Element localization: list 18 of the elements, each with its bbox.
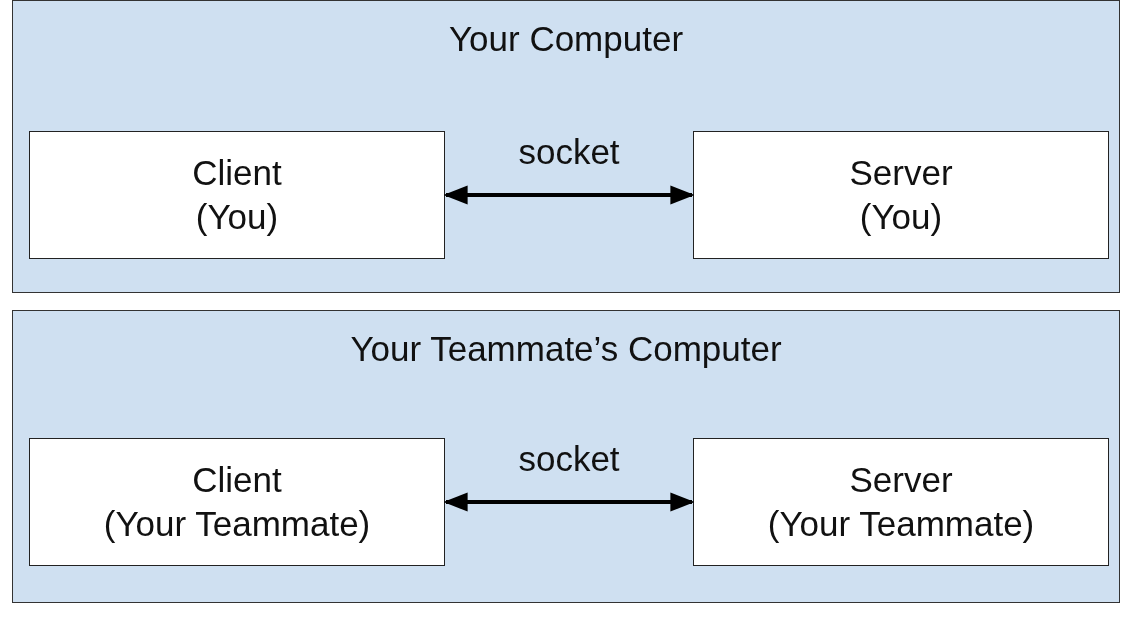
arrow — [443, 185, 695, 205]
box-subtitle: (Your Teammate) — [103, 503, 371, 545]
box-subtitle: (Your Teammate) — [767, 503, 1035, 545]
process-box — [29, 438, 445, 566]
box-title: Server — [849, 152, 953, 195]
box-title: Client — [192, 459, 282, 502]
box-title: Server — [849, 459, 953, 502]
panel-title: Your Computer — [448, 19, 684, 58]
arrow — [443, 492, 695, 512]
computer-panel — [12, 0, 1120, 293]
process-box — [693, 438, 1109, 566]
box-title: Client — [192, 152, 282, 195]
process-box — [29, 131, 445, 259]
process-box — [693, 131, 1109, 259]
box-subtitle: (You) — [859, 196, 943, 238]
box-subtitle: (You) — [195, 196, 279, 238]
panel-title: Your Teammate’s Computer — [350, 329, 782, 368]
computer-panel — [12, 310, 1120, 603]
